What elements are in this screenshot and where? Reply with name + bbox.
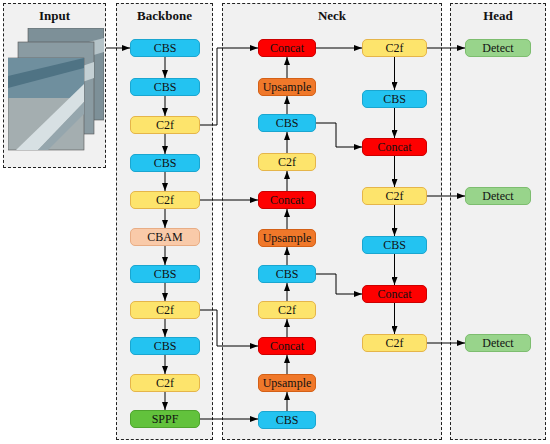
block-label: C2f	[156, 193, 174, 208]
c2f-block: C2f	[362, 187, 427, 205]
group-heading: Head	[451, 8, 545, 24]
block-label: Concat	[378, 140, 412, 155]
block-label: C2f	[278, 155, 296, 170]
group-heading: Input	[4, 8, 105, 24]
beam	[8, 58, 84, 88]
block-label: CBS	[154, 339, 177, 354]
photo-frame	[8, 58, 84, 150]
block-label: Concat	[378, 287, 412, 302]
beam-shadow	[38, 102, 84, 150]
cbs-block: CBS	[130, 154, 200, 172]
block-label: Upsample	[263, 376, 312, 391]
block-label: Upsample	[263, 231, 312, 246]
block-label: SPPF	[152, 412, 179, 427]
c2f-block: C2f	[130, 374, 200, 392]
block-label: Concat	[270, 193, 304, 208]
concat-block: Concat	[258, 39, 316, 57]
photo-sky	[8, 58, 84, 98]
block-label: C2f	[278, 303, 296, 318]
block-label: CBS	[154, 80, 177, 95]
c2f-block: C2f	[130, 191, 200, 209]
detect-block: Detect	[465, 334, 531, 352]
detect-block: Detect	[465, 39, 531, 57]
group-panel: NeckConcatUpsampleCBSC2fConcatUpsampleCB…	[222, 3, 442, 440]
upsample-block: Upsample	[258, 374, 316, 392]
cbs-block: CBS	[258, 411, 316, 429]
c2f-block: C2f	[258, 301, 316, 319]
concat-block: Concat	[258, 191, 316, 209]
block-label: C2f	[156, 118, 174, 133]
cbs-block: CBS	[130, 337, 200, 355]
cbam-block: CBAM	[130, 228, 200, 246]
block-label: Concat	[270, 41, 304, 56]
cbs-block: CBS	[130, 78, 200, 96]
block-label: CBS	[154, 156, 177, 171]
group-panel: HeadDetectDetectDetect	[450, 3, 546, 440]
block-label: Upsample	[263, 80, 312, 95]
detect-block: Detect	[465, 187, 531, 205]
concat-block: Concat	[362, 285, 427, 303]
c2f-block: C2f	[362, 334, 427, 352]
block-label: C2f	[156, 376, 174, 391]
block-label: CBAM	[147, 230, 182, 245]
cbs-block: CBS	[362, 90, 427, 108]
block-label: C2f	[386, 336, 404, 351]
c2f-block: C2f	[258, 153, 316, 171]
block-label: CBS	[154, 267, 177, 282]
block-label: CBS	[383, 92, 406, 107]
block-label: C2f	[156, 303, 174, 318]
group-heading: Backbone	[117, 8, 212, 24]
block-label: Detect	[482, 336, 513, 351]
concat-block: Concat	[258, 337, 316, 355]
block-label: C2f	[386, 189, 404, 204]
sppf-block: SPPF	[130, 410, 200, 428]
block-label: Detect	[482, 189, 513, 204]
c2f-block: C2f	[130, 116, 200, 134]
concat-block: Concat	[362, 138, 427, 156]
beam	[16, 84, 84, 150]
block-label: CBS	[383, 238, 406, 253]
block-label: CBS	[276, 267, 299, 282]
upsample-block: Upsample	[258, 229, 316, 247]
group-panel: BackboneCBSCBSC2fCBSC2fCBAMCBSC2fCBSC2fS…	[116, 3, 213, 440]
block-label: Concat	[270, 339, 304, 354]
input-image	[8, 28, 104, 152]
cbs-block: CBS	[130, 39, 200, 57]
block-label: Detect	[482, 41, 513, 56]
block-label: CBS	[276, 116, 299, 131]
upsample-block: Upsample	[258, 78, 316, 96]
cbs-block: CBS	[362, 236, 427, 254]
cbs-block: CBS	[258, 114, 316, 132]
block-label: CBS	[154, 41, 177, 56]
c2f-block: C2f	[130, 301, 200, 319]
block-label: CBS	[276, 413, 299, 428]
block-label: C2f	[386, 41, 404, 56]
c2f-block: C2f	[362, 39, 427, 57]
cbs-block: CBS	[258, 265, 316, 283]
cbs-block: CBS	[130, 265, 200, 283]
group-heading: Neck	[223, 8, 441, 24]
